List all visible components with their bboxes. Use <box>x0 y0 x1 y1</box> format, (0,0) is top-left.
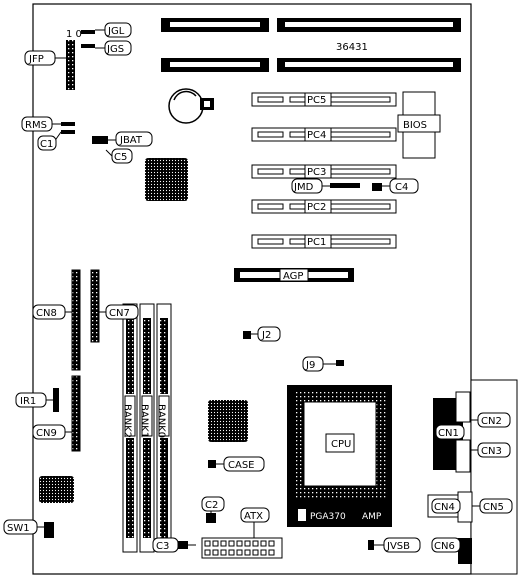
pin-marker: 1 0 <box>66 29 82 40</box>
j2-callout: J2 <box>261 330 271 341</box>
c1-callout: C1 <box>40 139 53 150</box>
cn4-callout: CN4 <box>434 502 455 513</box>
pci-slots <box>251 92 397 249</box>
cn8-callout: CN8 <box>36 308 57 319</box>
c4-callout: C4 <box>395 182 408 193</box>
cpu-label: CPU <box>331 439 351 450</box>
pc1-label: PC1 <box>307 237 326 248</box>
callout-texts: JGL JFP JGS RMS C1 JBAT C5 JMD C4 CN8 CN… <box>7 26 504 552</box>
ide-headers <box>71 269 100 452</box>
sw1-callout: SW1 <box>7 523 30 534</box>
dimm-banks <box>122 303 172 553</box>
pci-slot-labels: PC5 PC4 PC3 PC2 PC1 <box>304 92 332 249</box>
battery <box>168 88 214 124</box>
c5-callout: C5 <box>114 152 127 163</box>
south-chipset <box>208 400 248 442</box>
cpu-socket: CPU PGA370 AMP <box>287 385 392 527</box>
callout-labels <box>3 22 513 553</box>
cn6-callout: CN6 <box>434 541 455 552</box>
jbat-callout: JBAT <box>119 135 143 146</box>
pc4-label: PC4 <box>307 130 326 141</box>
bank1-label: BANK1 <box>139 404 150 438</box>
pc2-label: PC2 <box>307 202 326 213</box>
c3-callout: C3 <box>156 541 169 552</box>
bios-chip: BIOS <box>397 91 441 159</box>
isa-slots <box>161 18 461 72</box>
agp-label: AGP <box>283 271 303 282</box>
jvsb-callout: JVSB <box>386 541 410 552</box>
c2-callout: C2 <box>205 500 218 511</box>
north-chipset <box>145 158 188 201</box>
pc5-label: PC5 <box>307 95 326 106</box>
jgl-callout: JGL <box>107 26 125 37</box>
cn9-callout: CN9 <box>36 428 57 439</box>
pc3-label: PC3 <box>307 167 326 178</box>
board-number-label: 36431 <box>336 42 368 53</box>
atx-power-connector <box>201 537 283 559</box>
cn1-callout: CN1 <box>438 428 459 439</box>
io-chip <box>39 476 74 503</box>
bank0-label: BANK0 <box>156 404 167 438</box>
case-callout: CASE <box>228 460 255 471</box>
agp-slot: AGP <box>234 268 354 282</box>
cn7-callout: CN7 <box>109 308 130 319</box>
jmd-callout: JMD <box>293 182 314 193</box>
jgs-callout: JGS <box>106 44 124 55</box>
bank2-label: BANK2 <box>122 404 133 438</box>
socket-amp-label: AMP <box>362 512 382 522</box>
rms-callout: RMS <box>25 120 47 131</box>
cn5-callout: CN5 <box>483 502 504 513</box>
ir1-callout: IR1 <box>20 396 36 407</box>
j9-callout: J9 <box>305 360 315 371</box>
jumper-blocks <box>44 30 382 550</box>
cn2-callout: CN2 <box>481 416 502 427</box>
atx-callout: ATX <box>244 511 263 522</box>
jfp-callout: JFP <box>28 54 44 65</box>
bios-label: BIOS <box>403 120 427 131</box>
socket-label: PGA370 <box>310 512 346 522</box>
cn3-callout: CN3 <box>481 446 502 457</box>
